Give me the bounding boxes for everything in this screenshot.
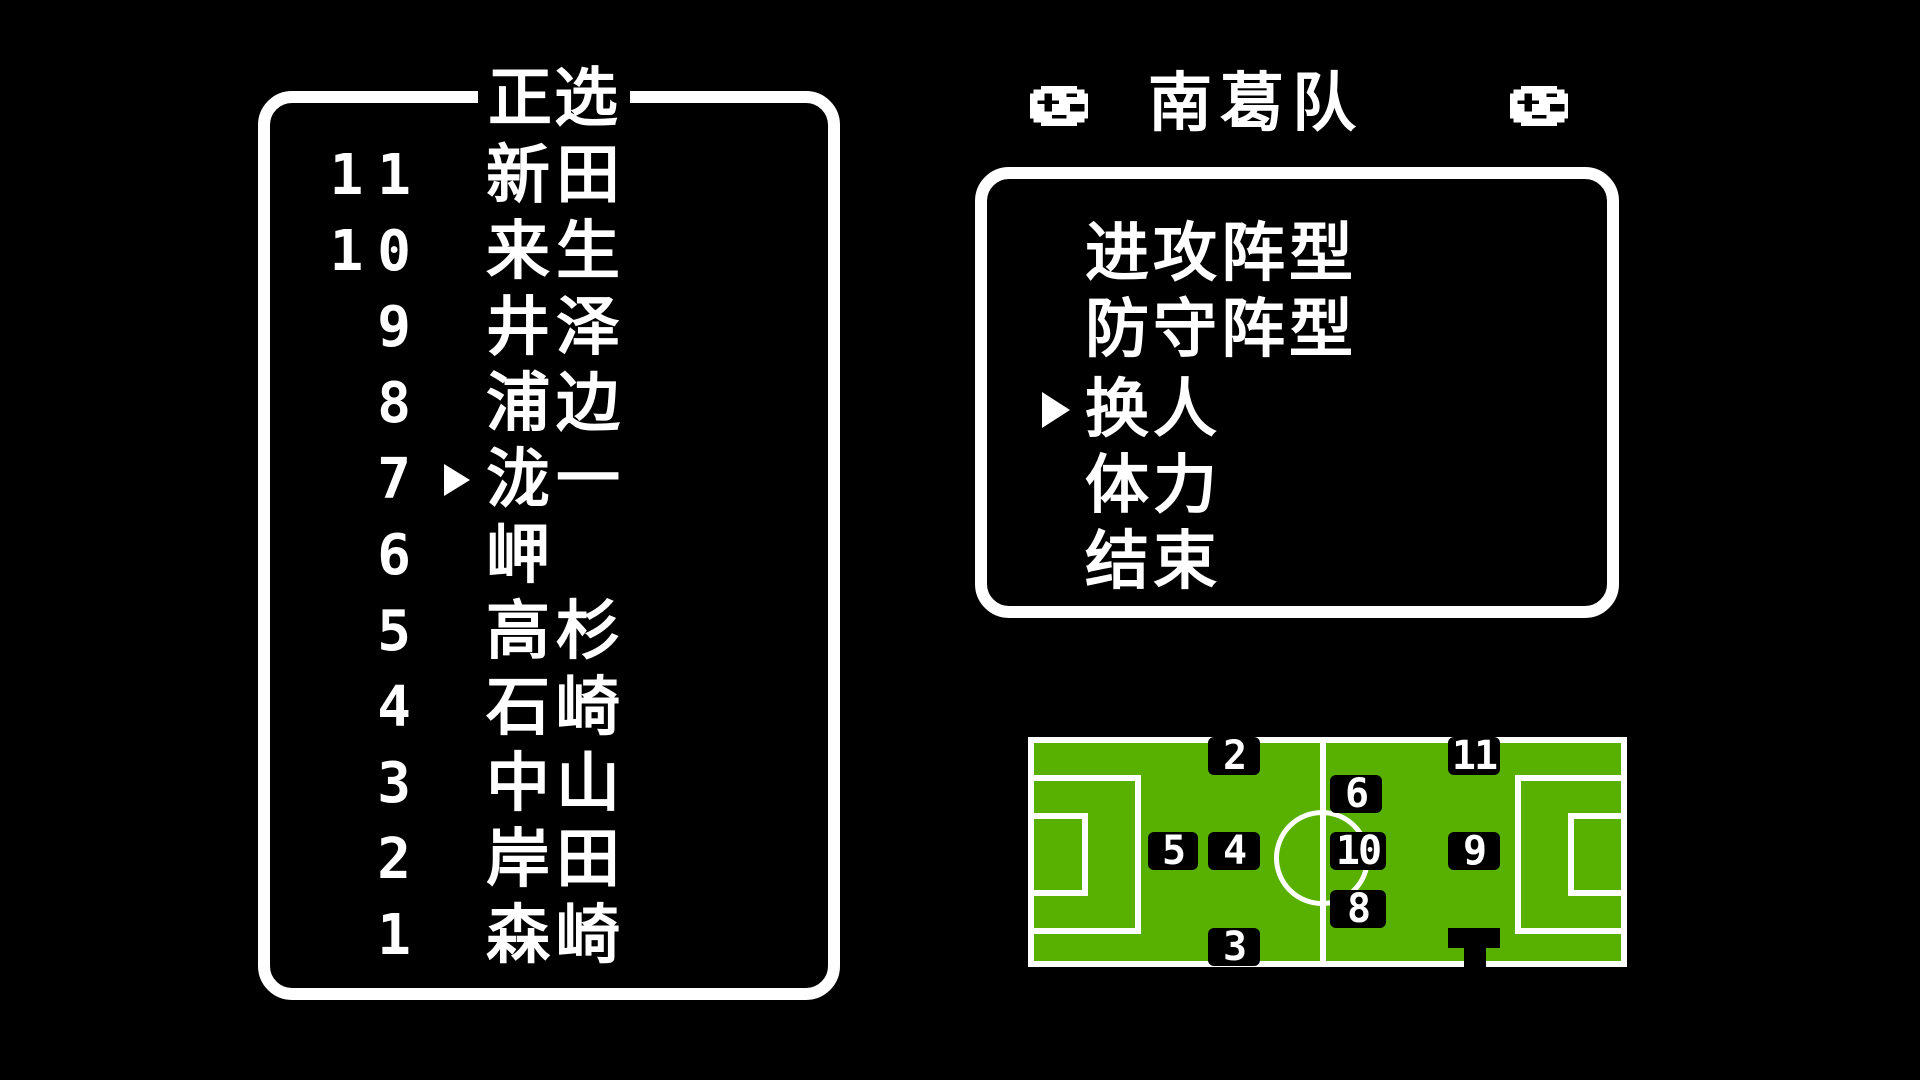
player-marker-4[interactable]: 4 bbox=[1208, 831, 1260, 871]
right-goal-area bbox=[1568, 813, 1627, 896]
player-marker-6[interactable]: 6 bbox=[1330, 774, 1382, 814]
player-marker-9[interactable]: 9 bbox=[1448, 831, 1500, 871]
player-name: 高杉 bbox=[486, 595, 626, 669]
right-penalty-area bbox=[1515, 775, 1627, 934]
roster-row-2[interactable]: 2 岸田 bbox=[320, 823, 680, 897]
player-name: 来生 bbox=[486, 215, 626, 289]
menu-item-offense-formation[interactable]: 进攻阵型 bbox=[1085, 217, 1357, 291]
starting-lineup-panel bbox=[258, 91, 840, 1000]
menu-item-substitute[interactable]: 换人 bbox=[1085, 373, 1221, 447]
player-number: 6 bbox=[377, 523, 425, 588]
menu-item-defense-formation[interactable]: 防守阵型 bbox=[1085, 293, 1357, 367]
roster-row-1[interactable]: 1 森崎 bbox=[320, 899, 680, 973]
roster-row-5[interactable]: 5 高杉 bbox=[320, 595, 680, 669]
player-name: 岸田 bbox=[486, 823, 626, 897]
player-name: 岬 bbox=[486, 519, 556, 593]
command-menu-panel bbox=[975, 167, 1619, 618]
menu-item-end[interactable]: 结束 bbox=[1085, 525, 1221, 599]
player-number: 3 bbox=[377, 751, 425, 816]
player-number: 4 bbox=[377, 675, 425, 740]
player-number: 1 bbox=[377, 903, 425, 968]
player-marker-7-selected[interactable] bbox=[1448, 928, 1500, 948]
soccer-ball-icon bbox=[1510, 86, 1568, 126]
left-goal-area bbox=[1028, 813, 1088, 896]
player-name: 井泽 bbox=[486, 291, 626, 365]
player-marker-10[interactable]: 10 bbox=[1330, 831, 1386, 871]
team-name: 南葛队 bbox=[1148, 67, 1364, 141]
starting-lineup-title: 正选 bbox=[478, 67, 630, 131]
roster-row-11[interactable]: 11 新田 bbox=[320, 139, 680, 213]
roster-row-9[interactable]: 9 井泽 bbox=[320, 291, 680, 365]
player-number: 9 bbox=[377, 295, 425, 360]
team-header: 南葛队 bbox=[1020, 72, 1580, 136]
roster-row-7-selected[interactable]: 7 泷一 bbox=[320, 443, 680, 517]
player-marker-3[interactable]: 3 bbox=[1208, 927, 1260, 967]
roster-row-3[interactable]: 3 中山 bbox=[320, 747, 680, 821]
player-marker-2[interactable]: 2 bbox=[1208, 736, 1260, 776]
player-name: 石崎 bbox=[486, 671, 626, 745]
triangle-right-icon bbox=[1042, 392, 1070, 428]
player-number: 10 bbox=[329, 219, 425, 284]
player-number: 11 bbox=[329, 143, 425, 208]
player-marker-5[interactable]: 5 bbox=[1148, 831, 1198, 871]
player-number: 7 bbox=[377, 447, 425, 512]
player-marker-11[interactable]: 11 bbox=[1448, 736, 1500, 776]
roster-row-8[interactable]: 8 浦边 bbox=[320, 367, 680, 441]
player-marker-7-selected-stem bbox=[1464, 943, 1486, 975]
roster-row-4[interactable]: 4 石崎 bbox=[320, 671, 680, 745]
menu-item-stamina[interactable]: 体力 bbox=[1085, 449, 1221, 523]
player-name: 浦边 bbox=[486, 367, 626, 441]
soccer-ball-icon bbox=[1030, 86, 1088, 126]
player-marker-8[interactable]: 8 bbox=[1330, 889, 1386, 929]
player-number: 2 bbox=[377, 827, 425, 892]
player-name: 新田 bbox=[486, 139, 626, 213]
player-number: 5 bbox=[377, 599, 425, 664]
roster-row-10[interactable]: 10 来生 bbox=[320, 215, 680, 289]
left-penalty-area bbox=[1028, 775, 1141, 934]
player-name: 中山 bbox=[486, 747, 626, 821]
triangle-right-icon bbox=[444, 464, 470, 496]
player-number: 8 bbox=[377, 371, 425, 436]
roster-row-6[interactable]: 6 岬 bbox=[320, 519, 680, 593]
formation-field: 2 11 6 5 4 10 9 8 3 bbox=[1028, 736, 1627, 975]
player-name: 森崎 bbox=[486, 899, 626, 973]
player-name: 泷一 bbox=[486, 443, 626, 517]
